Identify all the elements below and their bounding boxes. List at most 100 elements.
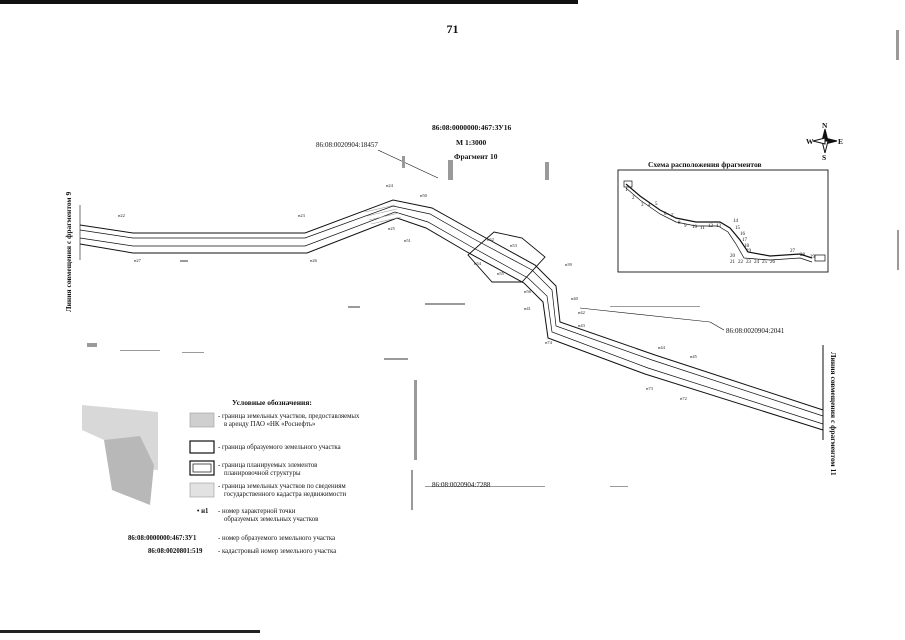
inset-number: 3 — [641, 203, 644, 208]
point-label: н40 — [571, 296, 578, 301]
junction-polygon — [467, 231, 546, 283]
inset-number: 1 — [625, 188, 628, 193]
legend-text-line: - граница образуемого земельного участка — [218, 444, 341, 451]
legend-text-line: - граница планируемых элементов — [218, 462, 318, 469]
scan-noise — [87, 30, 899, 510]
legend-symbols — [189, 412, 215, 498]
point-label: н54 — [474, 261, 481, 266]
point-label: н45 — [690, 354, 697, 359]
legend-item-text: - граница образуемого земельного участка — [218, 444, 341, 452]
point-label: н27 — [134, 258, 141, 263]
inset-number: 28 — [800, 253, 805, 258]
leader-2041 — [579, 307, 711, 323]
legend-text-line: - номер характерной точки — [218, 508, 296, 515]
inset-corridor-2 — [625, 187, 813, 263]
inset-number: 11 — [700, 226, 705, 231]
inset-number: 15 — [735, 226, 740, 231]
inset-corridor — [625, 183, 813, 259]
legend-item-text: - граница планируемых элементов планиров… — [218, 462, 317, 478]
corridor-outer-bottom — [79, 217, 824, 431]
point-label: н23 — [298, 213, 305, 218]
inset-number: 22 — [738, 260, 743, 265]
inset-number: 9 — [684, 224, 687, 229]
legend-item-text: - кадастровый номер земельного участка — [218, 548, 337, 555]
legend-item-text: - номер образуемого земельного участка — [218, 535, 336, 542]
point-label: н22 — [118, 213, 125, 218]
point-label: н52 — [487, 237, 494, 242]
inset-box-1 — [623, 180, 633, 188]
top-border-line — [0, 0, 578, 4]
inset-number: 8 — [678, 221, 681, 226]
compass-west: W — [806, 137, 814, 146]
corridor — [79, 199, 824, 431]
inset-number: 17 — [742, 238, 747, 243]
left-combination-label: Линия совмещения с фрагментом 9 — [64, 191, 73, 312]
left-smudge-dark — [104, 436, 154, 505]
legend-item-text: - граница земельных участков по сведения… — [218, 483, 346, 499]
point-label: н25 — [388, 226, 395, 231]
inset-frame — [617, 169, 829, 273]
right-combination-label: Линия совмещения с фрагментом 11 — [829, 352, 838, 476]
point-label: н42 — [578, 310, 585, 315]
legend-text-line: в аренду ПАО «НК «Роснефть» — [224, 421, 316, 428]
legend-double-box-inner — [192, 463, 212, 473]
compass-south: S — [822, 153, 827, 162]
point-label: н41 — [524, 306, 531, 311]
inset-number: 13 — [716, 224, 721, 229]
inset-number: 12 — [708, 224, 713, 229]
legend-cadastral-code: 86:08:0020801:519 — [148, 548, 203, 555]
inset-title: Схема расположения фрагментов — [648, 160, 762, 169]
inset-number: 6 — [664, 212, 667, 217]
point-label: н72 — [680, 396, 687, 401]
inset-number: 25 — [762, 260, 767, 265]
point-label: н55 — [497, 271, 504, 276]
legend-point-marker: • н1 — [197, 508, 209, 515]
leader-18457 — [377, 149, 439, 179]
legend-item-text: - номер характерной точки образуемых зем… — [218, 508, 318, 524]
inset-number: 18 — [744, 244, 749, 249]
parcel-code-label: 86:08:0000000:467:ЗУ16 — [432, 123, 512, 132]
inset-number: 27 — [790, 249, 795, 254]
inset-number: 7 — [671, 214, 674, 219]
corridor-outer-top — [79, 199, 824, 411]
legend-text-line: планировочной структуры — [224, 470, 301, 477]
compass-north: N — [822, 121, 828, 130]
cadastral-label-18457: 86:08:0020904:18457 — [316, 141, 378, 149]
inset-number: 14 — [733, 219, 738, 224]
point-label: н56 — [524, 289, 531, 294]
corridor-inner-bottom — [79, 211, 824, 425]
legend-single-box — [189, 440, 215, 454]
compass-rose — [812, 128, 838, 154]
point-label: н39 — [565, 262, 572, 267]
cadastral-label-2041: 86:08:0020904:2041 — [726, 327, 785, 335]
point-label: н53 — [510, 243, 517, 248]
point-label: н44 — [658, 345, 665, 350]
point-label: н51 — [404, 238, 411, 243]
legend-title: Условные обозначения: — [232, 398, 312, 407]
point-label: н50 — [420, 193, 427, 198]
inset-number: 29 — [810, 255, 815, 260]
legend-double-box-outer — [189, 460, 215, 476]
legend-text-line: образуемых земельных участков — [224, 516, 319, 523]
legend-item-text: - граница земельных участков, предоставл… — [218, 413, 359, 429]
inset-number: 4 — [648, 203, 651, 208]
compass-east: E — [838, 137, 844, 146]
point-label: н26 — [310, 258, 317, 263]
legend-gray-box — [189, 482, 215, 498]
inset-number: 26 — [770, 260, 775, 265]
inset-number: 5 — [655, 202, 658, 207]
corridor-inner-top — [79, 205, 824, 417]
legend-text-line: - граница земельных участков по сведения… — [218, 483, 346, 490]
legend-text-line: государственного кадастра недвижимости — [224, 491, 347, 498]
bottom-border-line — [0, 630, 260, 633]
legend-parcel-code: 86:08:0000000:467:ЗУ1 — [128, 535, 197, 542]
point-label: н24 — [386, 183, 393, 188]
scale-label: М 1:3000 — [456, 138, 487, 147]
inset-number: 10 — [692, 225, 697, 230]
inset-number: 19 — [746, 249, 751, 254]
point-label: н74 — [545, 340, 552, 345]
hatched-strip — [364, 204, 402, 225]
inset-number: 2 — [632, 196, 635, 201]
fragment-label: Фрагмент 10 — [454, 152, 498, 161]
